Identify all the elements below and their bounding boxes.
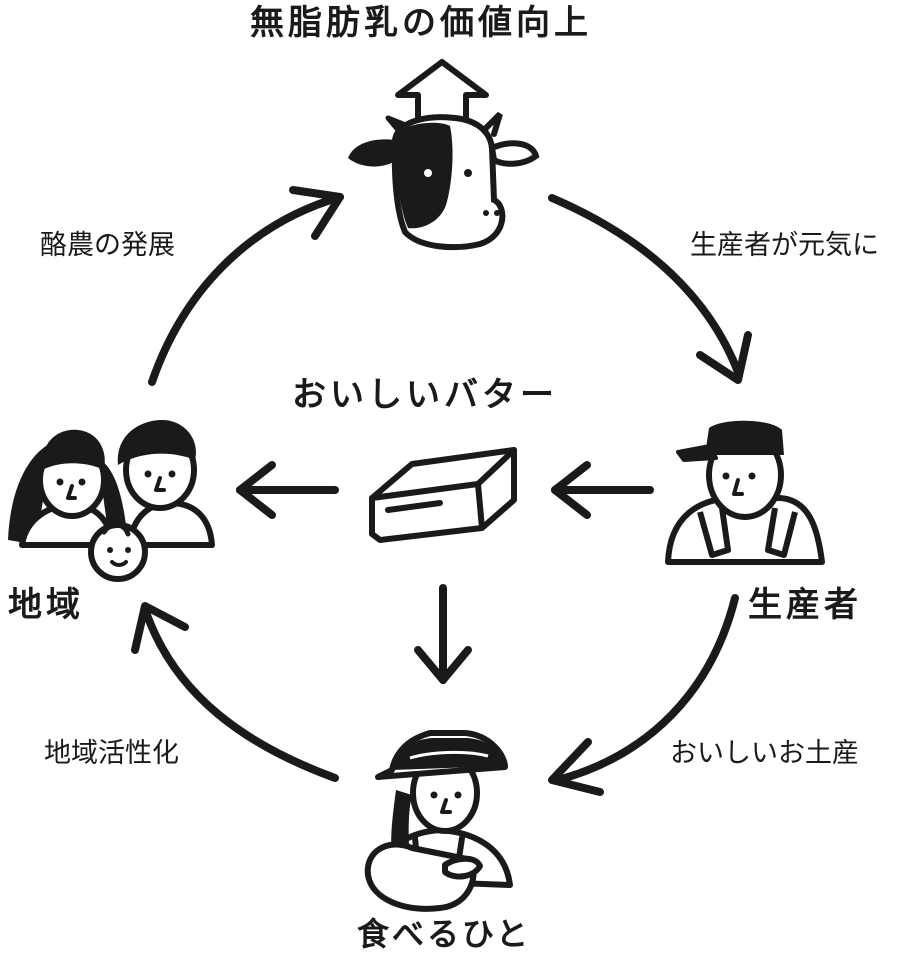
node-label-right: 生産者 — [748, 585, 862, 625]
arc-left-to-top — [148, 186, 344, 386]
cycle-label-bottom-to-left: 地域活性化 — [44, 738, 179, 769]
cycle-label-right-to-bottom: おいしいお土産 — [670, 738, 859, 769]
arrow-farmer-to-butter — [551, 461, 654, 519]
cycle-label-top-to-right: 生産者が元気に — [690, 230, 879, 261]
diagram-title: 無脂肪乳の価値向上 — [250, 3, 592, 43]
cycle-label-left-to-top: 酪農の発展 — [40, 230, 175, 261]
arc-top-to-right — [548, 194, 752, 384]
node-label-left: 地域 — [8, 585, 84, 625]
arc-right-to-bottom — [548, 594, 739, 796]
family-icon — [8, 420, 215, 582]
arrow-butter-to-family — [236, 461, 339, 519]
up-arrow-icon — [395, 59, 489, 133]
arrow-butter-to-consumer — [414, 584, 472, 684]
center-label: おいしいバター — [292, 375, 558, 415]
consumer-with-hat-icon — [364, 730, 513, 912]
cow-icon — [348, 111, 540, 251]
farmer-with-cap-icon — [665, 420, 825, 565]
node-label-bottom: 食べるひと — [357, 915, 532, 953]
arc-bottom-to-left — [131, 602, 339, 782]
butter-block-icon — [369, 447, 517, 543]
